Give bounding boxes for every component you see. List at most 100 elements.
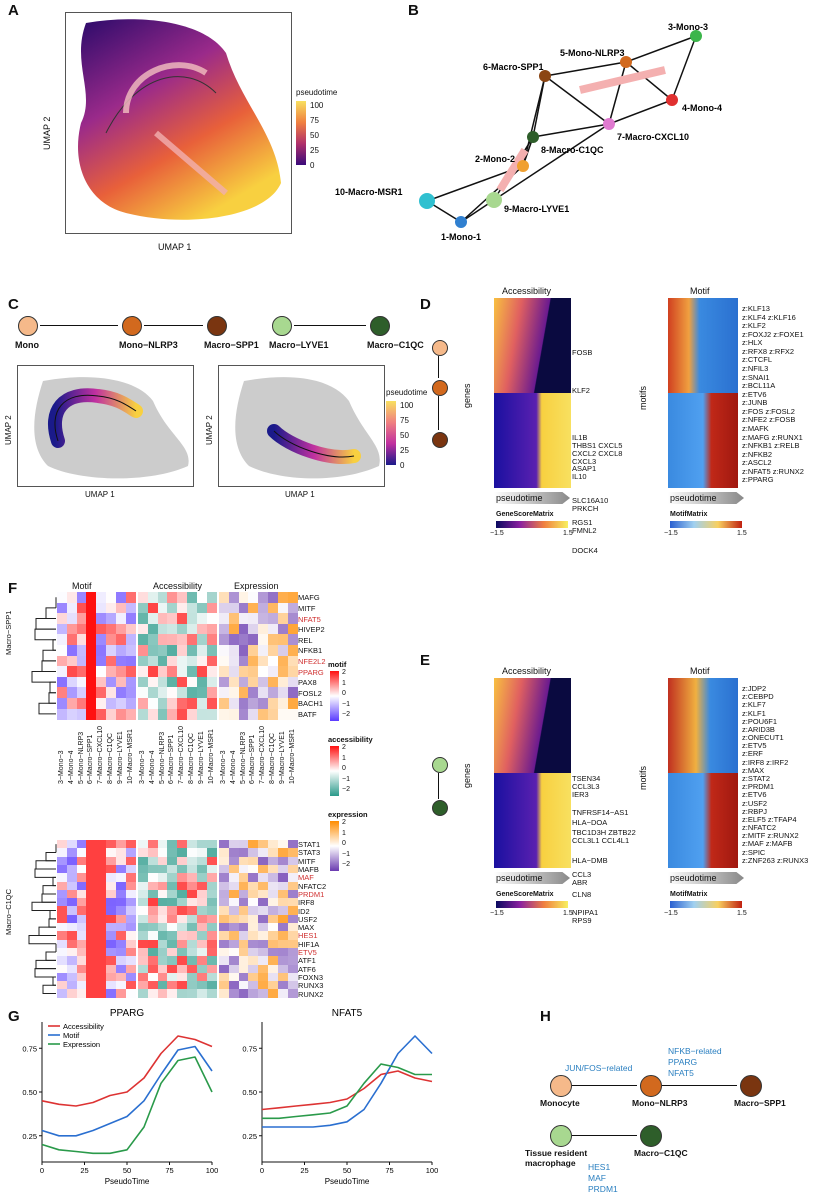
heatmap-cell xyxy=(248,666,259,678)
heatmap-cell xyxy=(268,840,278,849)
heatmap-cell xyxy=(187,687,197,699)
heatmap-cell xyxy=(258,856,269,866)
heatmap-cell xyxy=(106,889,116,899)
cell-state-label: Mono−NLRP3 xyxy=(632,1098,688,1108)
tick: 50 xyxy=(310,131,319,140)
heatmap-cell xyxy=(258,698,269,710)
y-tick-label: 0.25 xyxy=(22,1132,37,1141)
heatmap-cell xyxy=(167,956,178,965)
network-edge xyxy=(493,123,610,201)
heatmap-cell xyxy=(115,856,126,866)
heatmap-cell xyxy=(167,981,178,990)
heatmap-cell xyxy=(228,676,239,688)
legend-tick: −1 xyxy=(342,775,350,783)
network-node xyxy=(527,131,539,143)
heatmap-cell xyxy=(106,645,116,657)
heatmap-cell xyxy=(268,939,278,949)
heatmap-cell xyxy=(138,939,148,949)
heatmap-cell xyxy=(157,881,168,891)
heatmap-cell xyxy=(287,708,298,720)
heatmap-cell xyxy=(177,602,188,614)
trajectory-arrow xyxy=(496,147,529,193)
gene-row-label: NFKB1 xyxy=(298,646,323,656)
heatmap-cell xyxy=(206,906,217,916)
heatmap-cell xyxy=(76,989,87,999)
tick: 0 xyxy=(310,161,315,170)
heatmap-cell xyxy=(196,864,207,874)
trajectory-node-label: Macro−SPP1 xyxy=(204,340,259,350)
heatmap-cell xyxy=(187,864,197,874)
heatmap-cell xyxy=(76,923,87,932)
heatmap-cell xyxy=(248,939,259,949)
heatmap-cell xyxy=(277,856,288,866)
heatmap-cell xyxy=(277,623,288,635)
tick: 25 xyxy=(400,446,409,455)
heatmap-cell xyxy=(206,634,217,646)
heatmap-cell xyxy=(177,864,188,874)
heatmap-cell xyxy=(125,906,136,916)
heatmap-cell xyxy=(125,881,136,891)
heatmap-cell xyxy=(248,592,259,604)
heatmap-cell xyxy=(238,676,249,688)
heatmap-cell xyxy=(277,592,288,604)
legend-tick: 1 xyxy=(342,679,346,687)
pseudotime-colorbar xyxy=(386,401,396,465)
heatmap-cell xyxy=(187,848,197,858)
heatmap-cell xyxy=(258,923,269,932)
heatmap-cell xyxy=(125,708,136,720)
heatmap-cell xyxy=(147,889,158,899)
heatmap-cell xyxy=(157,981,168,990)
heatmap-cell xyxy=(86,881,97,891)
heatmap-cell xyxy=(219,602,229,614)
heatmap-cell xyxy=(96,939,107,949)
heatmap-cell xyxy=(228,889,239,899)
heatmap-cell xyxy=(138,898,148,907)
heatmap-cell xyxy=(219,708,229,720)
motif-label: z:ELF5 z:TFAP4 xyxy=(742,814,797,824)
pseudotime-arrow-label: pseudotime xyxy=(670,873,717,883)
heatmap-cell xyxy=(57,931,67,941)
heatmap-cell xyxy=(147,898,158,907)
heatmap-cell xyxy=(157,623,168,635)
tick: 100 xyxy=(310,101,324,110)
heatmap-cell xyxy=(277,873,288,882)
heatmap-cell xyxy=(248,848,259,858)
edge-label: PPARG xyxy=(668,1057,698,1067)
heatmap-cell xyxy=(196,981,207,990)
heatmap-cell xyxy=(277,989,288,999)
heatmap-cell xyxy=(66,602,77,614)
heatmap-cell xyxy=(167,698,178,710)
heatmap-cell xyxy=(196,923,207,932)
network-node xyxy=(603,118,615,130)
heatmap-cell xyxy=(125,623,136,635)
heatmap-cell xyxy=(147,981,158,990)
legend-tick: −2 xyxy=(342,861,350,868)
node-label: 1-Mono-1 xyxy=(441,232,481,242)
heatmap-cell xyxy=(287,698,298,710)
chart-axes xyxy=(261,1022,432,1163)
heatmap-cell xyxy=(206,964,217,974)
heatmap-cell xyxy=(196,676,207,688)
heatmap-cell xyxy=(125,889,136,899)
heatmap-cell xyxy=(206,956,217,965)
heatmap-cell xyxy=(268,906,278,916)
heatmap-cell xyxy=(219,923,229,932)
heatmap-cell xyxy=(157,939,168,949)
heatmap-cell xyxy=(106,623,116,635)
edge-label: NFAT5 xyxy=(668,1068,694,1078)
heatmap-cell xyxy=(268,964,278,974)
motif-label: z:MAF z:MAFB xyxy=(742,839,793,849)
heatmap-cell xyxy=(287,972,298,982)
heatmap-cell xyxy=(187,947,197,957)
heatmap-cell xyxy=(177,964,188,974)
heatmap-cell xyxy=(86,613,97,625)
heatmap-cell xyxy=(76,873,87,882)
heatmap-cell xyxy=(187,881,197,891)
heatmap-cell xyxy=(206,602,217,614)
heatmap-cell xyxy=(248,864,259,874)
heatmap-cell xyxy=(147,840,158,849)
heatmap-cell xyxy=(187,592,197,604)
heatmap-cell xyxy=(86,676,97,688)
heatmap-cell xyxy=(157,856,168,866)
network-edge xyxy=(522,75,546,167)
